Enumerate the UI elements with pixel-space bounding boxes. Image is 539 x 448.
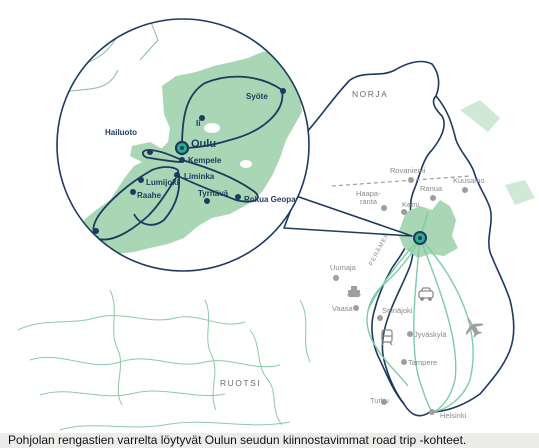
tampere-label: Tampere (408, 358, 437, 367)
turku-dot (381, 399, 387, 405)
hailuoto-dot (147, 149, 153, 155)
inset-pointer (283, 195, 413, 237)
kempele-dot (179, 157, 185, 163)
oulu-label: Oulu (191, 138, 216, 150)
loop-kalajoki (92, 166, 179, 241)
hailuoto-label: Hailuoto (105, 128, 137, 137)
kalajoki-label: Kalajoki (68, 235, 99, 244)
rokua-dot (235, 194, 241, 200)
tyrnava-dot (204, 198, 210, 204)
rokua-label: Rokua Geopark (244, 195, 304, 204)
tampere-dot (401, 359, 407, 365)
kuusamo-label: Kuusamo (453, 176, 485, 185)
umea-dot (333, 275, 339, 281)
loop-hailuoto (142, 149, 183, 163)
arctic-circle-line (331, 175, 471, 187)
country-borders (299, 60, 515, 417)
kalajoki-dot (93, 228, 99, 234)
inset-place-dots (93, 88, 286, 234)
caption-bar: Pohjolan rengastien varrelta löytyvät Ou… (0, 433, 539, 448)
loop-raahe (133, 169, 181, 226)
inset-circle-border (56, 18, 310, 272)
background-region-outlines (17, 289, 311, 431)
finland-city-dots (333, 177, 468, 415)
helsinki-dot (429, 409, 435, 415)
umea-label: Uumaja (330, 263, 357, 272)
raahe-label: Raahe (137, 191, 162, 200)
jyvaskyla-dot (407, 331, 413, 337)
rovaniemi-label: Rovaniemi (390, 166, 426, 175)
haaparanta-dot (381, 205, 387, 211)
rovaniemi-dot (408, 177, 414, 183)
haaparanta-label-line1: Haapa- (356, 189, 381, 198)
finland-east-border (429, 95, 515, 413)
norway-border (299, 60, 445, 151)
helsinki-label: Helsinki (440, 411, 467, 420)
jyvaskyla-label: Jyväskylä (414, 330, 447, 339)
syote-label: Syöte (246, 92, 268, 101)
plane-icon (465, 317, 484, 338)
raahe-dot (130, 189, 136, 195)
loop-rokua (175, 159, 259, 203)
syote-dot (280, 88, 286, 94)
oulu-hub-marker (413, 231, 427, 245)
inset-oulu-marker (174, 140, 190, 156)
route-lines (366, 211, 474, 413)
ranua-dot (430, 195, 436, 201)
inset-land (84, 50, 302, 254)
kempele-label: Kempele (188, 156, 222, 165)
lumijoki-dot (138, 177, 144, 183)
oulu-region-inset: Syöte Ii Hailuoto Kempele Liminka Lumijo… (56, 18, 310, 272)
finland-oulu-region (398, 200, 458, 258)
sweden-label: RUOTSI (220, 378, 261, 388)
map-caption: Pohjolan rengastien varrelta löytyvät Ou… (8, 433, 467, 447)
ii-dot (199, 115, 205, 121)
haaparanta-label-line2: ranta (360, 197, 378, 206)
seinajoki-label: Seinäjoki (382, 306, 413, 315)
ii-label: Ii (196, 119, 200, 128)
tyrnava-label: Tyrnävä (198, 189, 229, 198)
kemi-label: Kemi (402, 200, 419, 209)
kemi-dot (401, 209, 407, 215)
turku-label: Turku (370, 396, 389, 405)
train-icon (381, 329, 393, 346)
ship-icon (347, 286, 361, 297)
ranua-label: Ranua (420, 184, 443, 193)
norway-label: NORJA (352, 89, 388, 99)
lumijoki-label: Lumijoki (146, 178, 179, 187)
vaasa-dot (353, 305, 359, 311)
green-regions (460, 100, 535, 205)
car-icon (418, 287, 434, 301)
finland-coast (381, 229, 417, 405)
liminka-label: Liminka (184, 172, 215, 181)
vaasa-label: Vaasa (332, 304, 354, 313)
liminka-dot (174, 172, 180, 178)
kuusamo-dot (462, 187, 468, 193)
seinajoki-dot (377, 315, 383, 321)
